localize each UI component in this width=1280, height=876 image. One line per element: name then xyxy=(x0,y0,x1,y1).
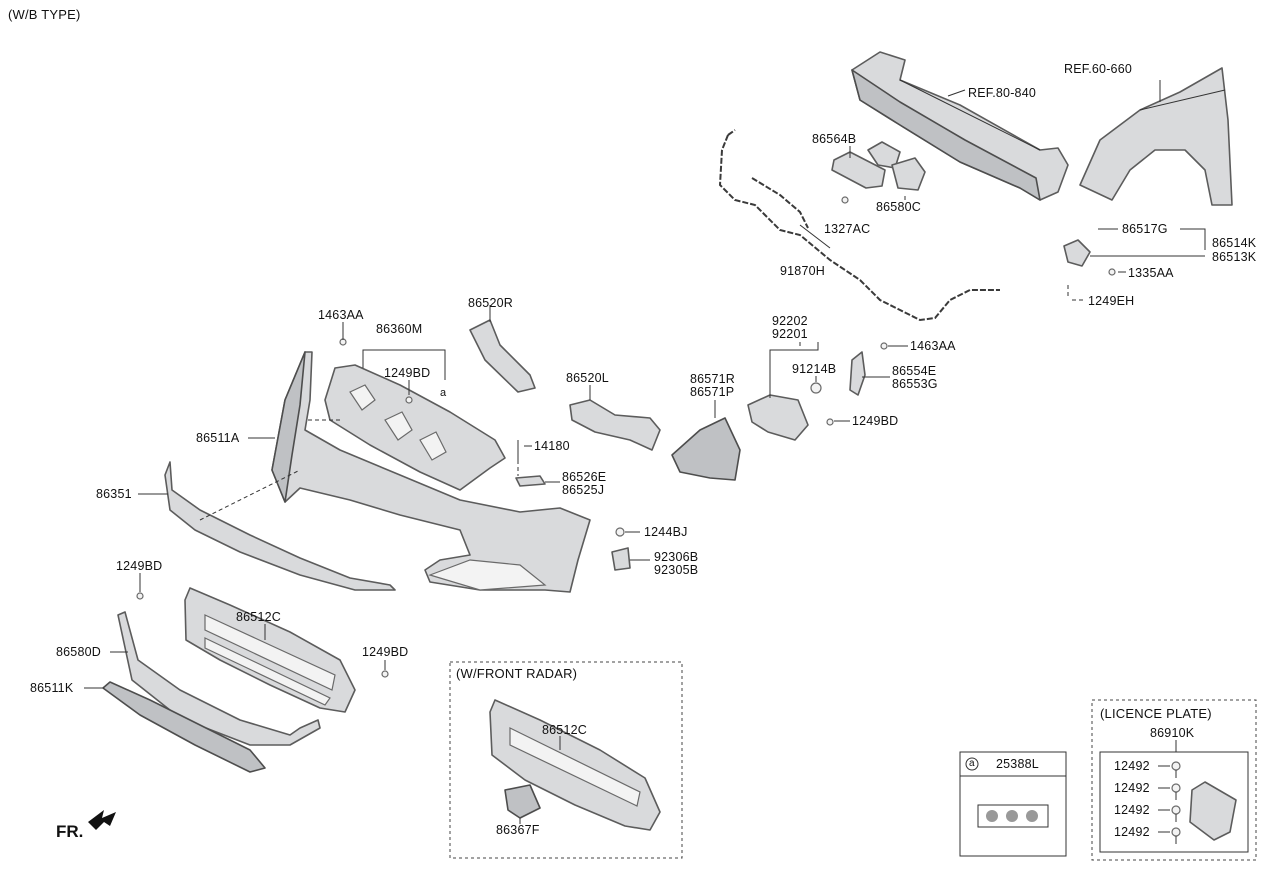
symbol-box-circle: a xyxy=(969,758,975,769)
label-1249bd-d[interactable]: 1249BD xyxy=(362,645,409,659)
clips-illustration xyxy=(515,440,631,571)
label-ref-80-840[interactable]: REF.80-840 xyxy=(968,86,1037,100)
lower-trim-illustration xyxy=(102,592,389,773)
label-86571p[interactable]: 86571P xyxy=(690,385,735,399)
label-1463aa-right[interactable]: 1463AA xyxy=(910,339,956,353)
label-86513k[interactable]: 86513K xyxy=(1212,250,1257,264)
side-mount-illustration xyxy=(826,342,888,426)
radar-inset-box xyxy=(449,661,683,859)
leader-lines xyxy=(84,80,1206,689)
side-bracket-right-illustration xyxy=(1063,239,1116,298)
front-direction-arrow xyxy=(88,810,116,830)
label-86512c[interactable]: 86512C xyxy=(236,610,281,624)
label-1249bd-b[interactable]: 1249BD xyxy=(852,414,899,428)
label-86514k[interactable]: 86514K xyxy=(1212,236,1257,250)
label-12492-2[interactable]: 12492 xyxy=(1114,781,1150,795)
bumper-bracket-r-illustration xyxy=(469,319,536,393)
label-86580d[interactable]: 86580D xyxy=(56,645,101,659)
label-14180[interactable]: 14180 xyxy=(534,439,570,453)
label-86526e[interactable]: 86526E xyxy=(562,470,607,484)
label-86351[interactable]: 86351 xyxy=(96,487,132,501)
label-86910k[interactable]: 86910K xyxy=(1150,726,1195,740)
label-ref-60-660[interactable]: REF.60-660 xyxy=(1064,62,1133,76)
lower-grille-illustration xyxy=(184,587,356,713)
label-92306b[interactable]: 92306B xyxy=(654,550,699,564)
label-radar-86367f[interactable]: 86367F xyxy=(496,823,540,837)
label-86520r[interactable]: 86520R xyxy=(468,296,513,310)
label-91214b[interactable]: 91214B xyxy=(792,362,837,376)
label-1244bj[interactable]: 1244BJ xyxy=(644,525,688,539)
licence-box-title: (LICENCE PLATE) xyxy=(1100,706,1212,721)
label-86511a[interactable]: 86511A xyxy=(196,431,240,445)
label-91870h[interactable]: 91870H xyxy=(780,264,825,278)
label-86511k[interactable]: 86511K xyxy=(30,681,74,695)
radar-inset-title: (W/FRONT RADAR) xyxy=(456,666,578,681)
label-92201[interactable]: 92201 xyxy=(772,327,808,341)
diagram-header: (W/B TYPE) xyxy=(8,7,81,22)
label-86360m[interactable]: 86360M xyxy=(376,322,423,336)
bumper-cover-illustration xyxy=(271,351,591,593)
label-12492-1[interactable]: 12492 xyxy=(1114,759,1150,773)
bumper-beam-illustration xyxy=(851,51,1069,201)
label-25388l[interactable]: 25388L xyxy=(996,757,1039,771)
fog-lamp-cover-illustration xyxy=(671,417,741,481)
licence-plate-box xyxy=(1091,699,1257,861)
label-1249eh[interactable]: 1249EH xyxy=(1088,294,1135,308)
wiring-harness-illustration xyxy=(718,129,1000,322)
label-86571r[interactable]: 86571R xyxy=(690,372,735,386)
label-92202[interactable]: 92202 xyxy=(772,314,808,328)
label-86553g[interactable]: 86553G xyxy=(892,377,938,391)
label-1249bd-c[interactable]: 1249BD xyxy=(116,559,163,573)
sensor-bracket-illustration xyxy=(747,382,822,441)
label-12492-4[interactable]: 12492 xyxy=(1114,825,1150,839)
upper-grille-illustration xyxy=(324,338,506,491)
label-86520l[interactable]: 86520L xyxy=(566,371,609,385)
fender-illustration xyxy=(1079,67,1233,206)
label-92305b[interactable]: 92305B xyxy=(654,563,699,577)
label-circle-a: a xyxy=(440,387,447,399)
label-1327ac[interactable]: 1327AC xyxy=(824,222,871,236)
label-86554e[interactable]: 86554E xyxy=(892,364,937,378)
label-86517g[interactable]: 86517G xyxy=(1122,222,1168,236)
label-1335aa[interactable]: 1335AA xyxy=(1128,266,1174,280)
label-12492-3[interactable]: 12492 xyxy=(1114,803,1150,817)
label-86564b[interactable]: 86564B xyxy=(812,132,857,146)
front-label: FR. xyxy=(56,822,84,841)
label-86525j[interactable]: 86525J xyxy=(562,483,605,497)
symbol-box xyxy=(959,751,1067,857)
licence-screws xyxy=(1158,761,1181,844)
label-1463aa-left[interactable]: 1463AA xyxy=(318,308,364,322)
bumper-bracket-l-illustration xyxy=(569,399,661,451)
beam-brackets-illustration xyxy=(831,141,926,204)
label-radar-86512c[interactable]: 86512C xyxy=(542,723,587,737)
label-86580c[interactable]: 86580C xyxy=(876,200,921,214)
lower-deflector-illustration xyxy=(164,461,396,591)
label-1249bd-a[interactable]: 1249BD xyxy=(384,366,431,380)
